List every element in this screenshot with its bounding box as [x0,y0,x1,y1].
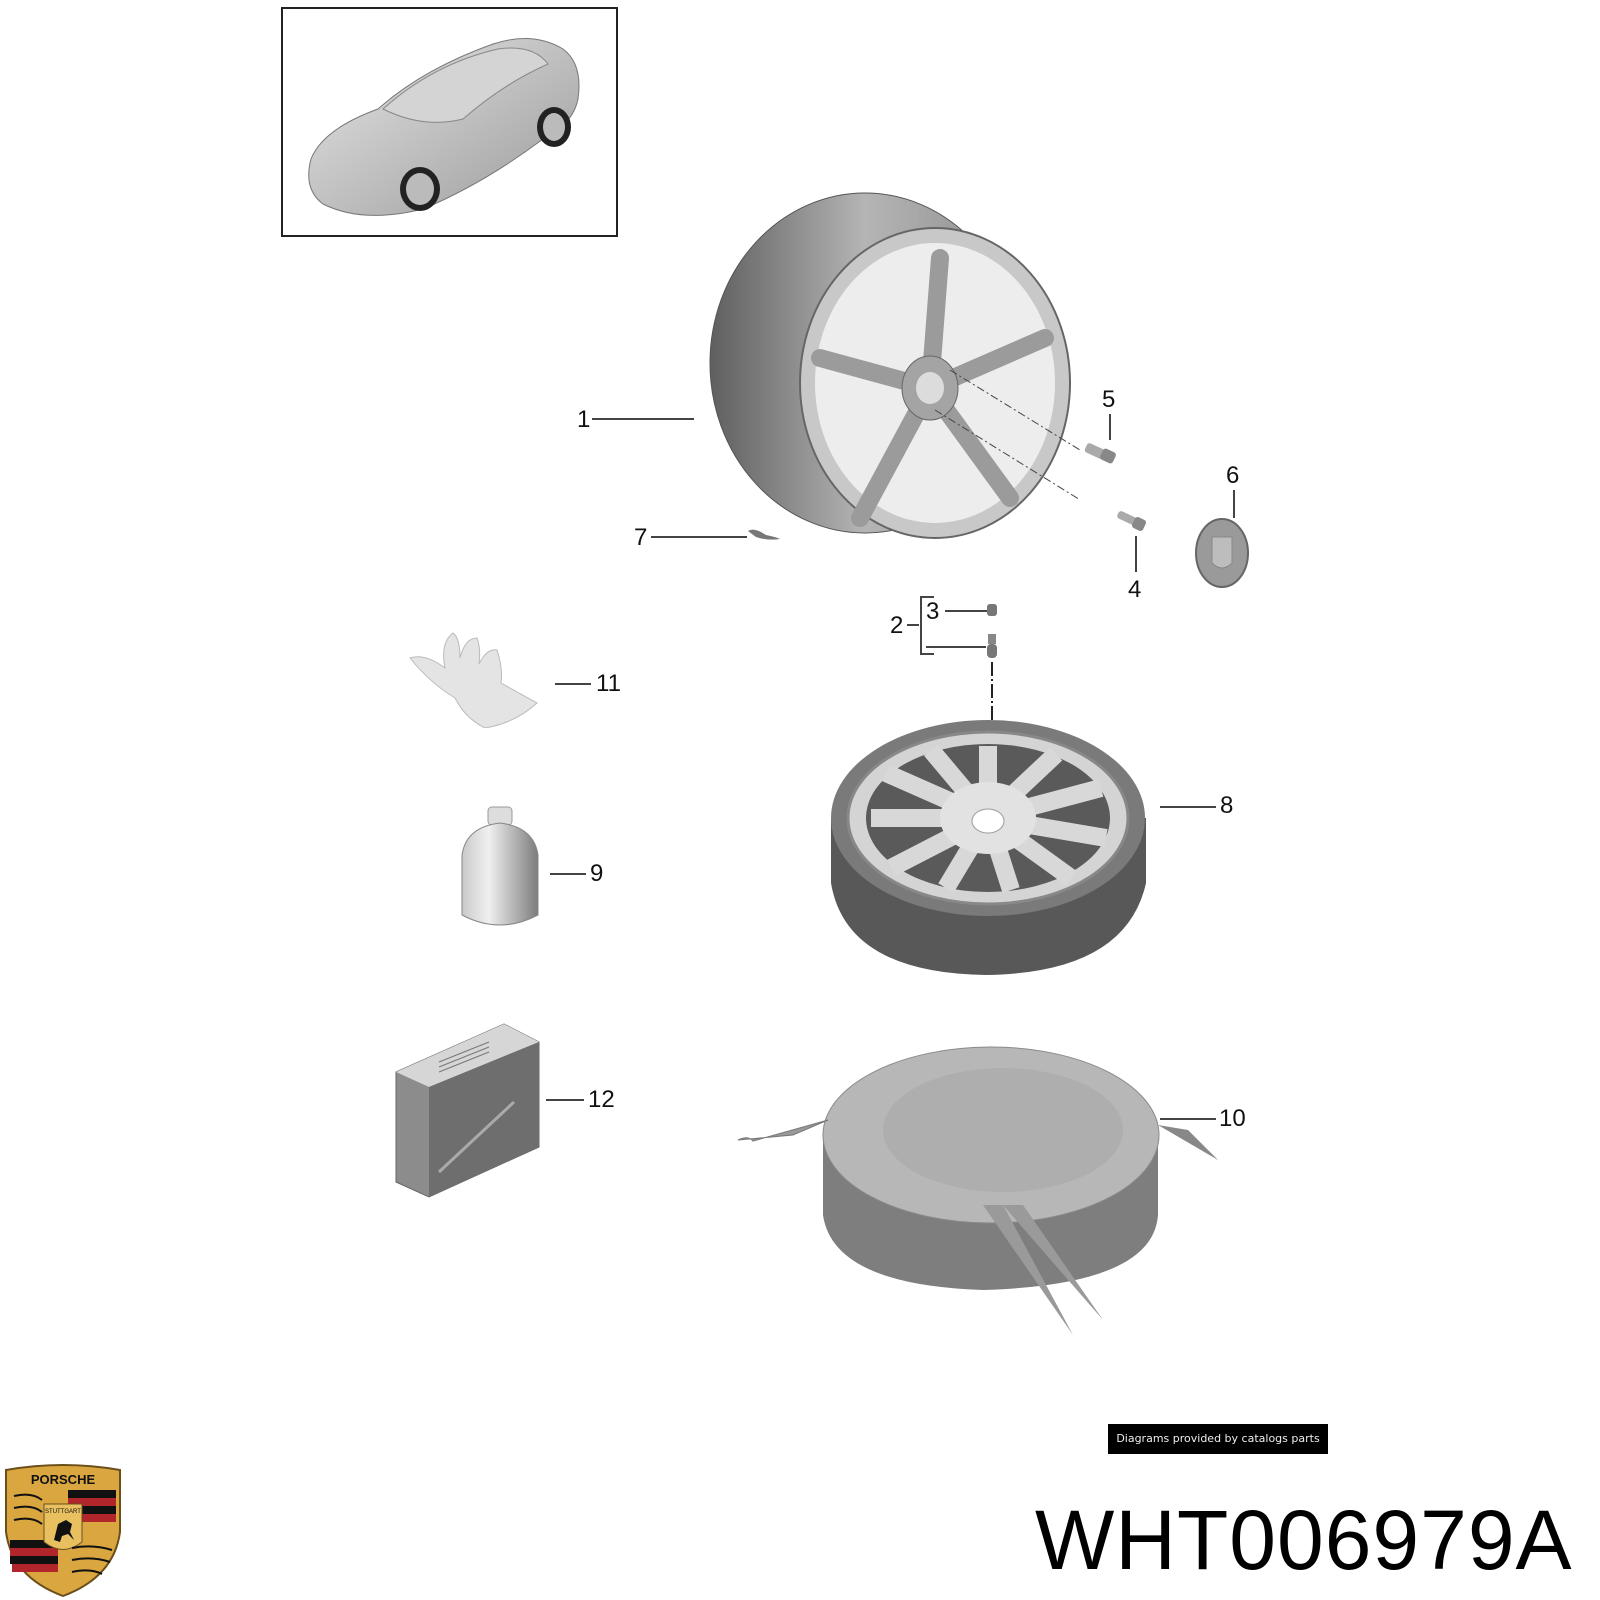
vehicle-thumbnail [281,7,618,237]
spare-wheel-cover-bag [733,1045,1263,1345]
leader-line-2 [907,624,919,626]
crest-subtext: STUTTGART [45,1509,81,1515]
leader-line-4 [1135,536,1137,572]
balance-weight [746,527,782,543]
leader-line-11 [555,683,591,685]
leader-line-6 [1233,490,1235,518]
locking-wheel-bolt [1083,440,1119,466]
bracket-2-top [920,596,934,598]
part-number: WHT006979A [1035,1493,1573,1587]
bracket-2-bottom [920,653,934,655]
wheel-bolt [1115,508,1151,534]
callout-3: 3 [926,598,940,625]
callout-5: 5 [1102,386,1116,413]
disposable-glove [405,628,545,728]
leader-line-10 [1160,1118,1216,1120]
alloy-wheel-rim [700,188,1080,558]
space-saver-spare-wheel [826,718,1156,978]
leader-line-8 [1160,806,1216,808]
callout-9: 9 [590,860,604,887]
leader-line-9 [550,873,586,875]
porsche-crest-logo: PORSCHE STUTTGART [2,1462,124,1598]
callout-1: 1 [577,406,591,433]
callout-2: 2 [890,612,904,639]
horse-icon [54,1520,74,1542]
leader-line-5 [1109,414,1111,440]
crest-wordmark: PORSCHE [31,1472,96,1487]
tyre-valve-assembly [984,604,1000,734]
callout-10: 10 [1219,1105,1246,1132]
leader-line-1 [592,418,694,420]
callout-11: 11 [596,670,621,697]
credit-banner: Diagrams provided by catalogs parts [1108,1424,1328,1454]
callout-8: 8 [1220,792,1234,819]
leader-line-7 [651,536,747,538]
hub-cap-crest [1188,515,1252,589]
callout-4: 4 [1128,576,1142,603]
callout-7: 7 [634,524,648,551]
leader-line-2-valve [926,646,986,648]
sealant-bottle [458,805,544,935]
callout-12: 12 [588,1086,615,1113]
bracket-2 [920,596,922,654]
leader-line-3 [945,610,987,612]
leader-line-12 [546,1099,584,1101]
crest-icon: PORSCHE STUTTGART [5,1464,121,1598]
callout-6: 6 [1226,462,1240,489]
car-illustration [308,38,580,216]
tyre-inflation-compressor [394,1022,544,1202]
